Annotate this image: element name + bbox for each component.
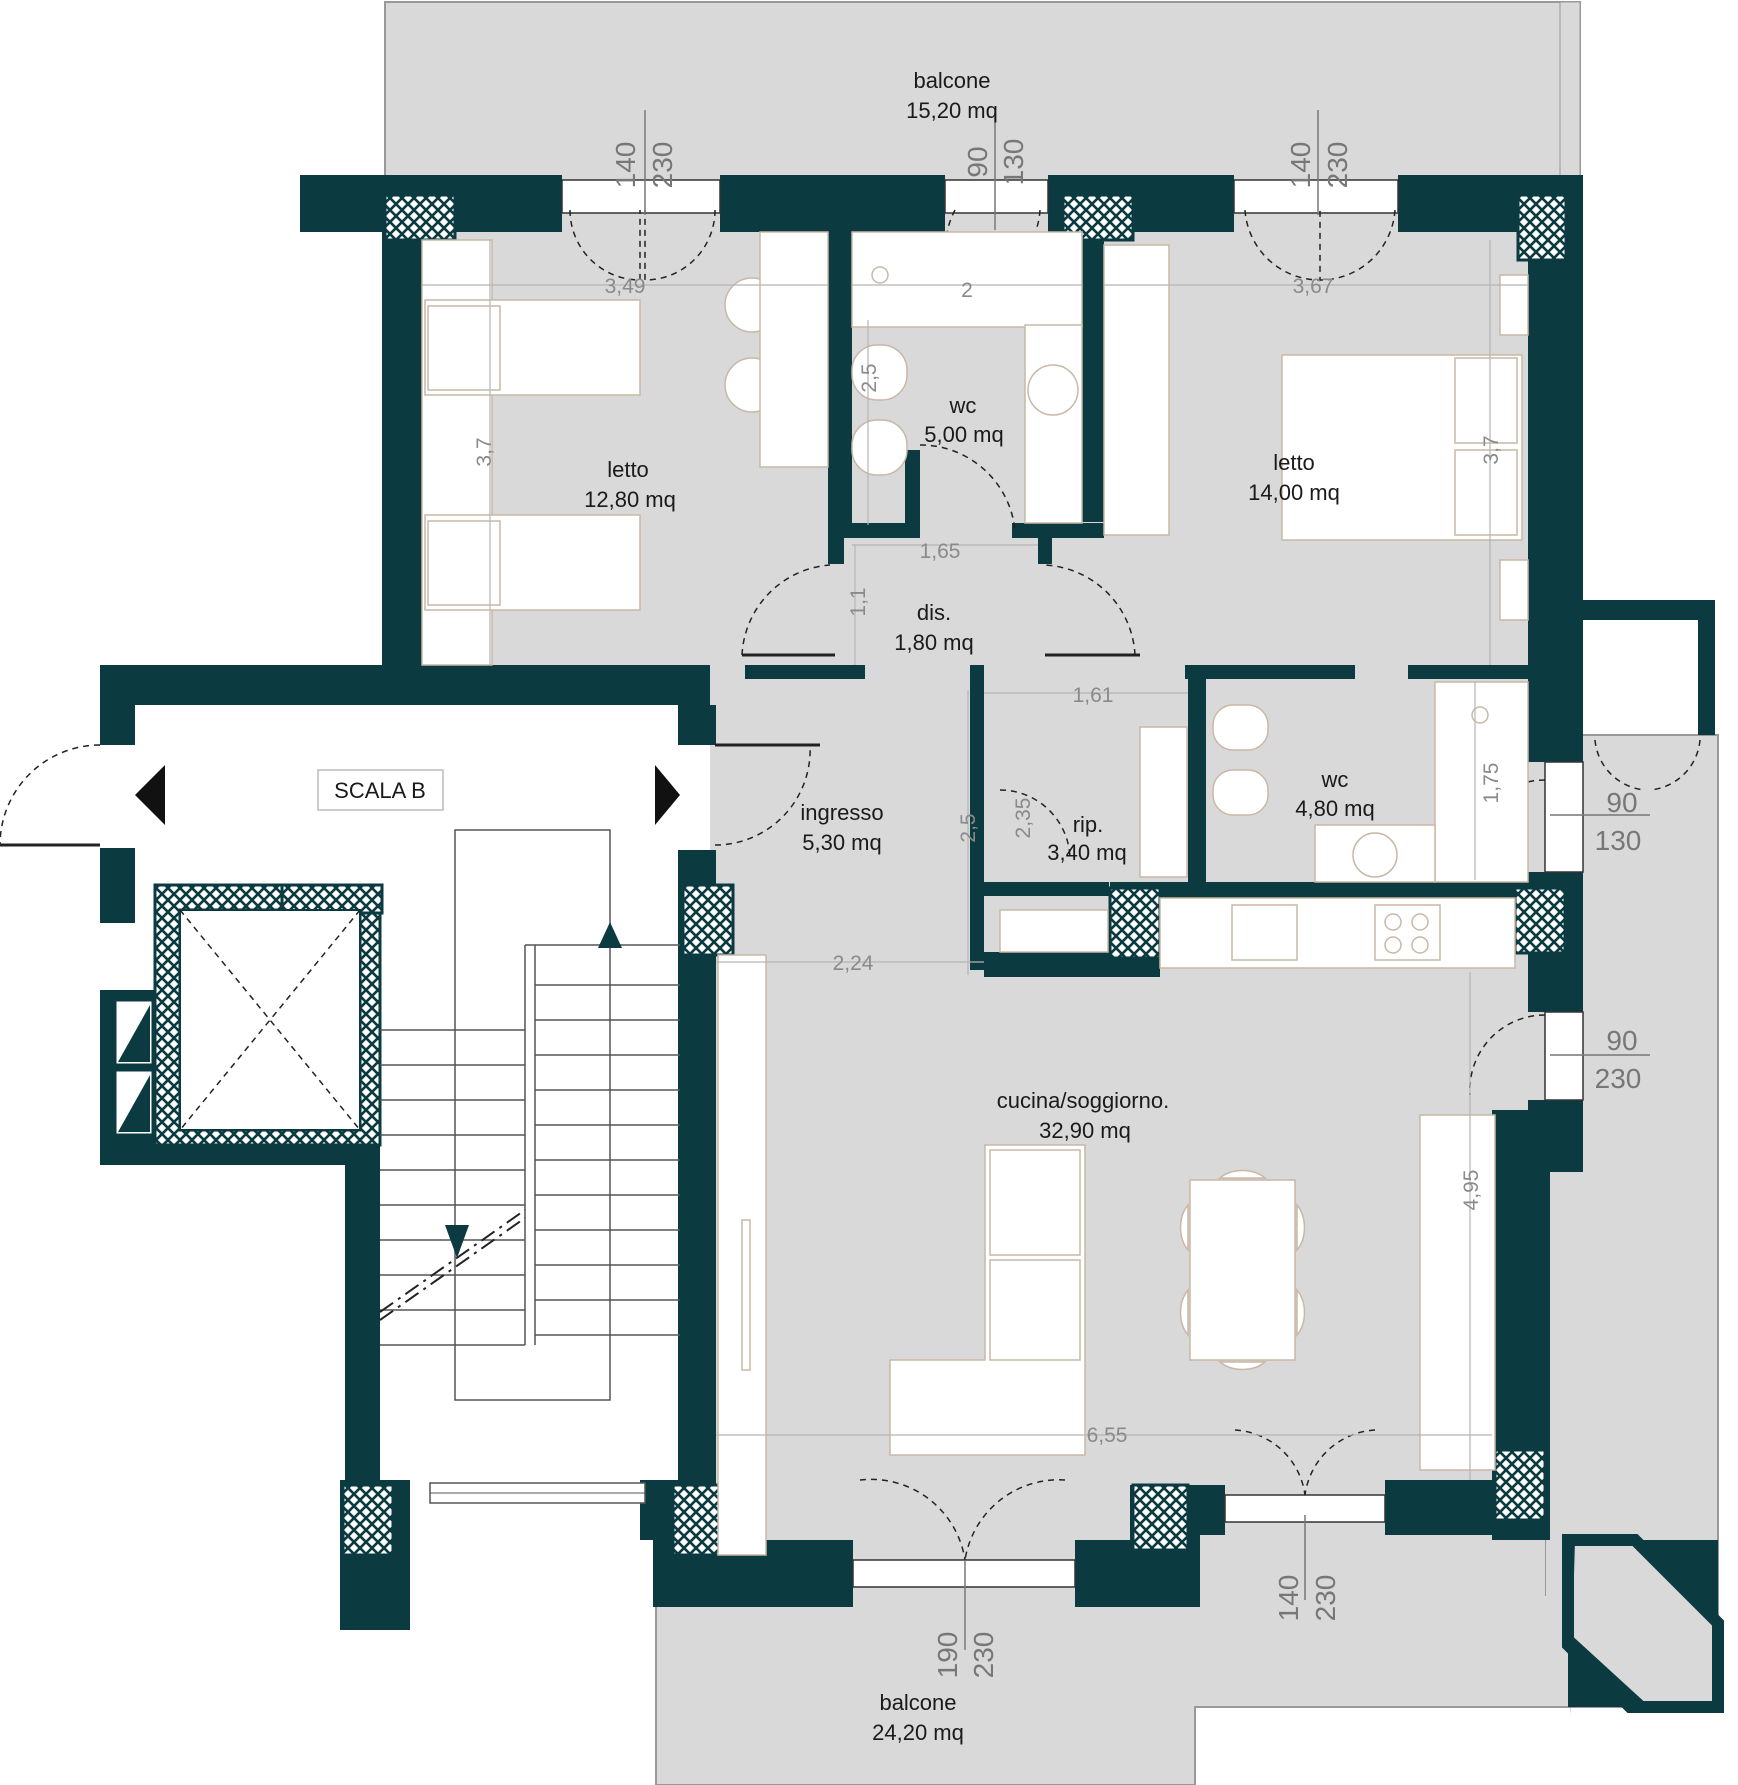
room-balcone-bottom: balcone 24,20 mq [872, 1690, 964, 1745]
room-letto-left: letto 12,80 mq [584, 457, 676, 512]
window-w4-width: 90 [1606, 787, 1637, 818]
dim-ingresso-height: 2,5 [957, 813, 980, 842]
scala-label-box [317, 769, 444, 811]
room-balcone-top: balcone 15,20 mq [906, 68, 998, 123]
window-w7: 190 230 [932, 1632, 999, 1679]
stair-label: SCALA B [334, 778, 426, 803]
dim-dis-height: 1,1 [847, 587, 870, 616]
dim-cucina-width: 6,55 [1087, 1424, 1128, 1447]
room-balcone-bottom-area: 24,20 mq [872, 1720, 964, 1745]
balcony-top [384, 1, 1581, 183]
window-w2-height: 130 [998, 139, 1029, 186]
room-balcone-top-name: balcone [913, 68, 990, 93]
dim-wc-right-height: 1,75 [1480, 763, 1503, 804]
dim-letto-right-width: 3,67 [1293, 275, 1334, 298]
dim-rip-width: 1,61 [1073, 684, 1114, 707]
room-letto-right: letto 14,00 mq [1248, 450, 1340, 505]
room-wc-right: wc 4,80 mq [1295, 767, 1375, 821]
stair-steps [135, 765, 680, 1504]
window-w5-width: 90 [1606, 1025, 1637, 1056]
room-ingresso-name: ingresso [800, 800, 883, 825]
window-w6: 140 230 [1273, 1575, 1341, 1622]
window-w6-height: 230 [1310, 1575, 1341, 1622]
window-w1-width: 140 [610, 142, 641, 189]
window-w3-width: 140 [1285, 142, 1316, 189]
dim-ingresso-width: 2,24 [833, 952, 874, 975]
dim-letto-left-width: 3,49 [605, 275, 646, 298]
window-markers [644, 110, 1650, 1650]
window-w2: 90 130 [962, 139, 1029, 186]
room-rip-name: rip. [1073, 812, 1104, 837]
room-cucina-name: cucina/soggiorno. [997, 1088, 1169, 1113]
room-wc-top-name: wc [949, 393, 977, 418]
room-balcone-bottom-name: balcone [879, 1690, 956, 1715]
dim-wc-top-width: 2 [961, 279, 973, 302]
room-wc-top: wc 5,00 mq [924, 393, 1004, 447]
room-cucina-area: 32,90 mq [1039, 1118, 1131, 1143]
room-letto-right-area: 14,00 mq [1248, 480, 1340, 505]
dim-dis-width: 1,65 [920, 540, 961, 563]
room-letto-left-area: 12,80 mq [584, 487, 676, 512]
structural-columns [153, 193, 1568, 1557]
window-w1: 140 230 [610, 142, 678, 189]
room-dis: dis. 1,80 mq [894, 600, 974, 655]
window-w5: 90 230 [1595, 1025, 1642, 1094]
dim-wc-top-height: 2,5 [858, 363, 881, 392]
dim-rip-height: 2,35 [1012, 798, 1035, 839]
room-wc-right-name: wc [1321, 767, 1349, 792]
room-ingresso-area: 5,30 mq [802, 830, 882, 855]
room-rip-area: 3,40 mq [1047, 840, 1127, 865]
dim-cucina-height: 4,95 [1460, 1170, 1483, 1211]
room-wc-right-area: 4,80 mq [1295, 796, 1375, 821]
window-w4: 90 130 [1595, 787, 1642, 856]
window-w4-height: 130 [1595, 825, 1642, 856]
room-cucina: cucina/soggiorno. 32,90 mq [997, 1088, 1169, 1143]
window-w3-height: 230 [1322, 142, 1353, 189]
furniture [421, 231, 1529, 1556]
elevator [113, 909, 361, 1137]
dim-letto-right-height: 3,7 [1480, 435, 1503, 464]
room-letto-right-name: letto [1273, 450, 1315, 475]
window-w7-height: 230 [968, 1632, 999, 1679]
window-w1-height: 230 [647, 142, 678, 189]
window-w2-width: 90 [962, 146, 993, 177]
room-rip: rip. 3,40 mq [1047, 812, 1127, 865]
room-balcone-top-area: 15,20 mq [906, 98, 998, 123]
window-w6-width: 140 [1273, 1575, 1304, 1622]
window-w3: 140 230 [1285, 142, 1353, 189]
window-w5-height: 230 [1595, 1063, 1642, 1094]
door-swings [0, 209, 1701, 1561]
room-dis-area: 1,80 mq [894, 630, 974, 655]
room-wc-top-area: 5,00 mq [924, 422, 1004, 447]
room-dis-name: dis. [917, 600, 951, 625]
room-ingresso: ingresso 5,30 mq [800, 800, 883, 855]
window-w7-width: 190 [932, 1632, 963, 1679]
dimension-lines [422, 240, 1528, 1480]
dim-letto-left-height: 3,7 [473, 437, 496, 466]
room-letto-left-name: letto [607, 457, 649, 482]
